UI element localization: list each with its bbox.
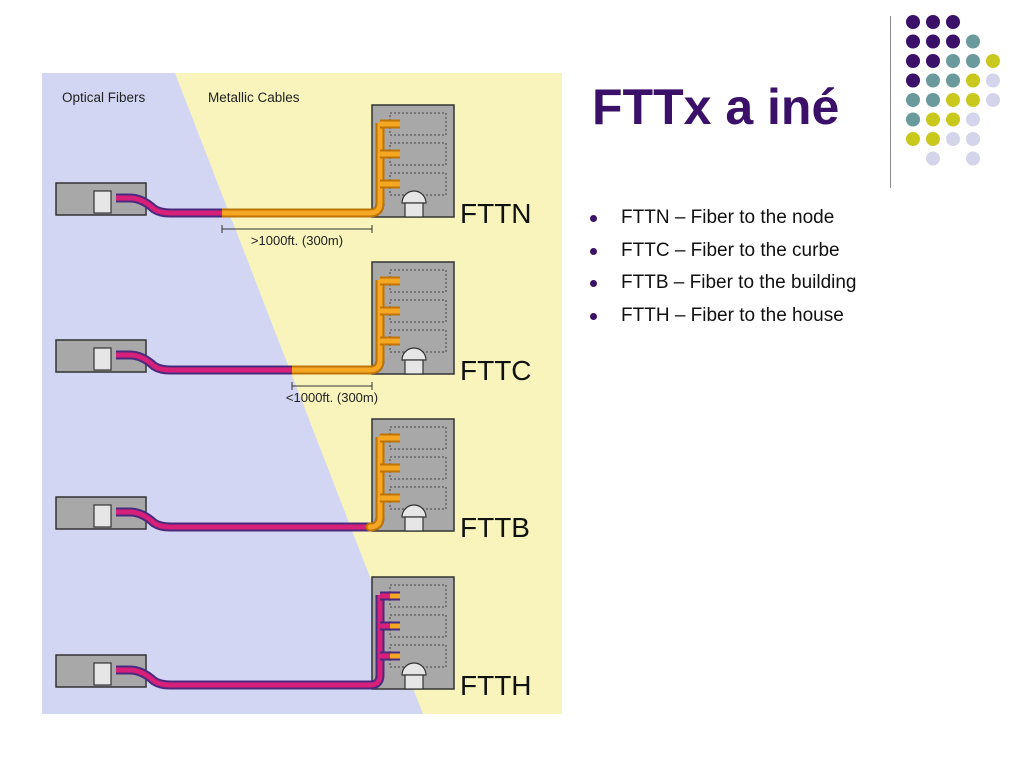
house-door [93, 347, 112, 371]
palette-dot [906, 15, 920, 29]
palette-dot [926, 93, 940, 107]
palette-dot [926, 73, 940, 88]
fttx-row: >1000ft. (300m) FTTN [55, 104, 532, 248]
palette-dot [966, 132, 980, 146]
palette-dot [966, 73, 980, 88]
dish-unit [401, 504, 427, 518]
distance-label: <1000ft. (300m) [286, 390, 378, 405]
palette-dot [966, 54, 980, 68]
palette-dot [966, 34, 980, 49]
bullet-list: FTTN – Fiber to the node FTTC – Fiber to… [590, 202, 857, 332]
distance-bracket [221, 225, 373, 233]
palette-dot [926, 15, 940, 29]
dish-unit [401, 662, 427, 676]
distance-bracket [291, 382, 373, 390]
fttx-diagram: Optical Fibers Metallic Cables >1000ft. … [42, 73, 562, 714]
copper-cable [367, 437, 383, 530]
bullet-item: FTTB – Fiber to the building [590, 267, 857, 300]
divider-line [890, 16, 891, 188]
palette-dot [906, 73, 920, 88]
palette-dot [946, 73, 960, 88]
house-door [93, 190, 112, 214]
palette-dot [926, 54, 940, 68]
optical-fibers-label: Optical Fibers [62, 90, 146, 105]
bullet-dot [590, 312, 597, 320]
dish-base [404, 359, 424, 375]
fttx-type-label: FTTN [460, 198, 532, 229]
dish-unit [401, 347, 427, 361]
fttx-row: FTTH [55, 576, 532, 701]
palette-dot [926, 151, 940, 166]
dish-base [404, 516, 424, 532]
palette-dot [926, 34, 940, 49]
dish-base [404, 202, 424, 218]
bullet-text: FTTH – Fiber to the house [621, 304, 844, 326]
house-door [93, 662, 112, 686]
bullet-dot [590, 247, 597, 255]
palette-dot [926, 112, 940, 127]
palette-dot [966, 93, 980, 107]
bullet-item: FTTN – Fiber to the node [590, 202, 857, 235]
copper-cable [222, 123, 383, 216]
fttx-type-label: FTTC [460, 355, 532, 386]
dish-base [404, 674, 424, 690]
metallic-cables-label: Metallic Cables [208, 90, 300, 105]
fttx-row: <1000ft. (300m) FTTC [55, 261, 532, 405]
fttx-row: FTTB [55, 418, 530, 543]
bullet-text: FTTB – Fiber to the building [621, 272, 857, 293]
palette-dot [906, 34, 920, 49]
bullet-dot [590, 215, 597, 222]
fiber-cable [116, 595, 383, 688]
palette-dot [906, 132, 920, 146]
palette-dot [906, 112, 920, 127]
palette-dot [986, 73, 1000, 88]
metallic-region [175, 73, 562, 714]
bullet-dot [590, 280, 597, 287]
fttx-type-label: FTTH [460, 670, 532, 701]
palette-dot [966, 151, 980, 166]
slide-title: FTTx a iné [592, 79, 840, 135]
palette-dot [986, 54, 1000, 68]
palette-dot [946, 93, 960, 107]
palette-dot [946, 54, 960, 68]
palette-dot [946, 34, 960, 49]
house-door [93, 504, 112, 528]
palette-dot [946, 132, 960, 146]
bullet-text: FTTN – Fiber to the node [621, 207, 835, 228]
palette-dot [926, 132, 940, 146]
dish-unit [401, 190, 427, 204]
decorative-dot-grid [906, 15, 1000, 166]
palette-dot [946, 15, 960, 29]
palette-dot [946, 112, 960, 127]
copper-cable [292, 280, 383, 373]
bullet-item: FTTC – Fiber to the curbe [590, 235, 857, 268]
palette-dot [986, 93, 1000, 107]
bullet-text: FTTC – Fiber to the curbe [621, 239, 840, 261]
palette-dot [906, 54, 920, 68]
palette-dot [906, 93, 920, 107]
palette-dot [966, 112, 980, 127]
bullet-item: FTTH – Fiber to the house [590, 300, 857, 333]
distance-label: >1000ft. (300m) [251, 233, 343, 248]
fttx-type-label: FTTB [460, 512, 530, 543]
